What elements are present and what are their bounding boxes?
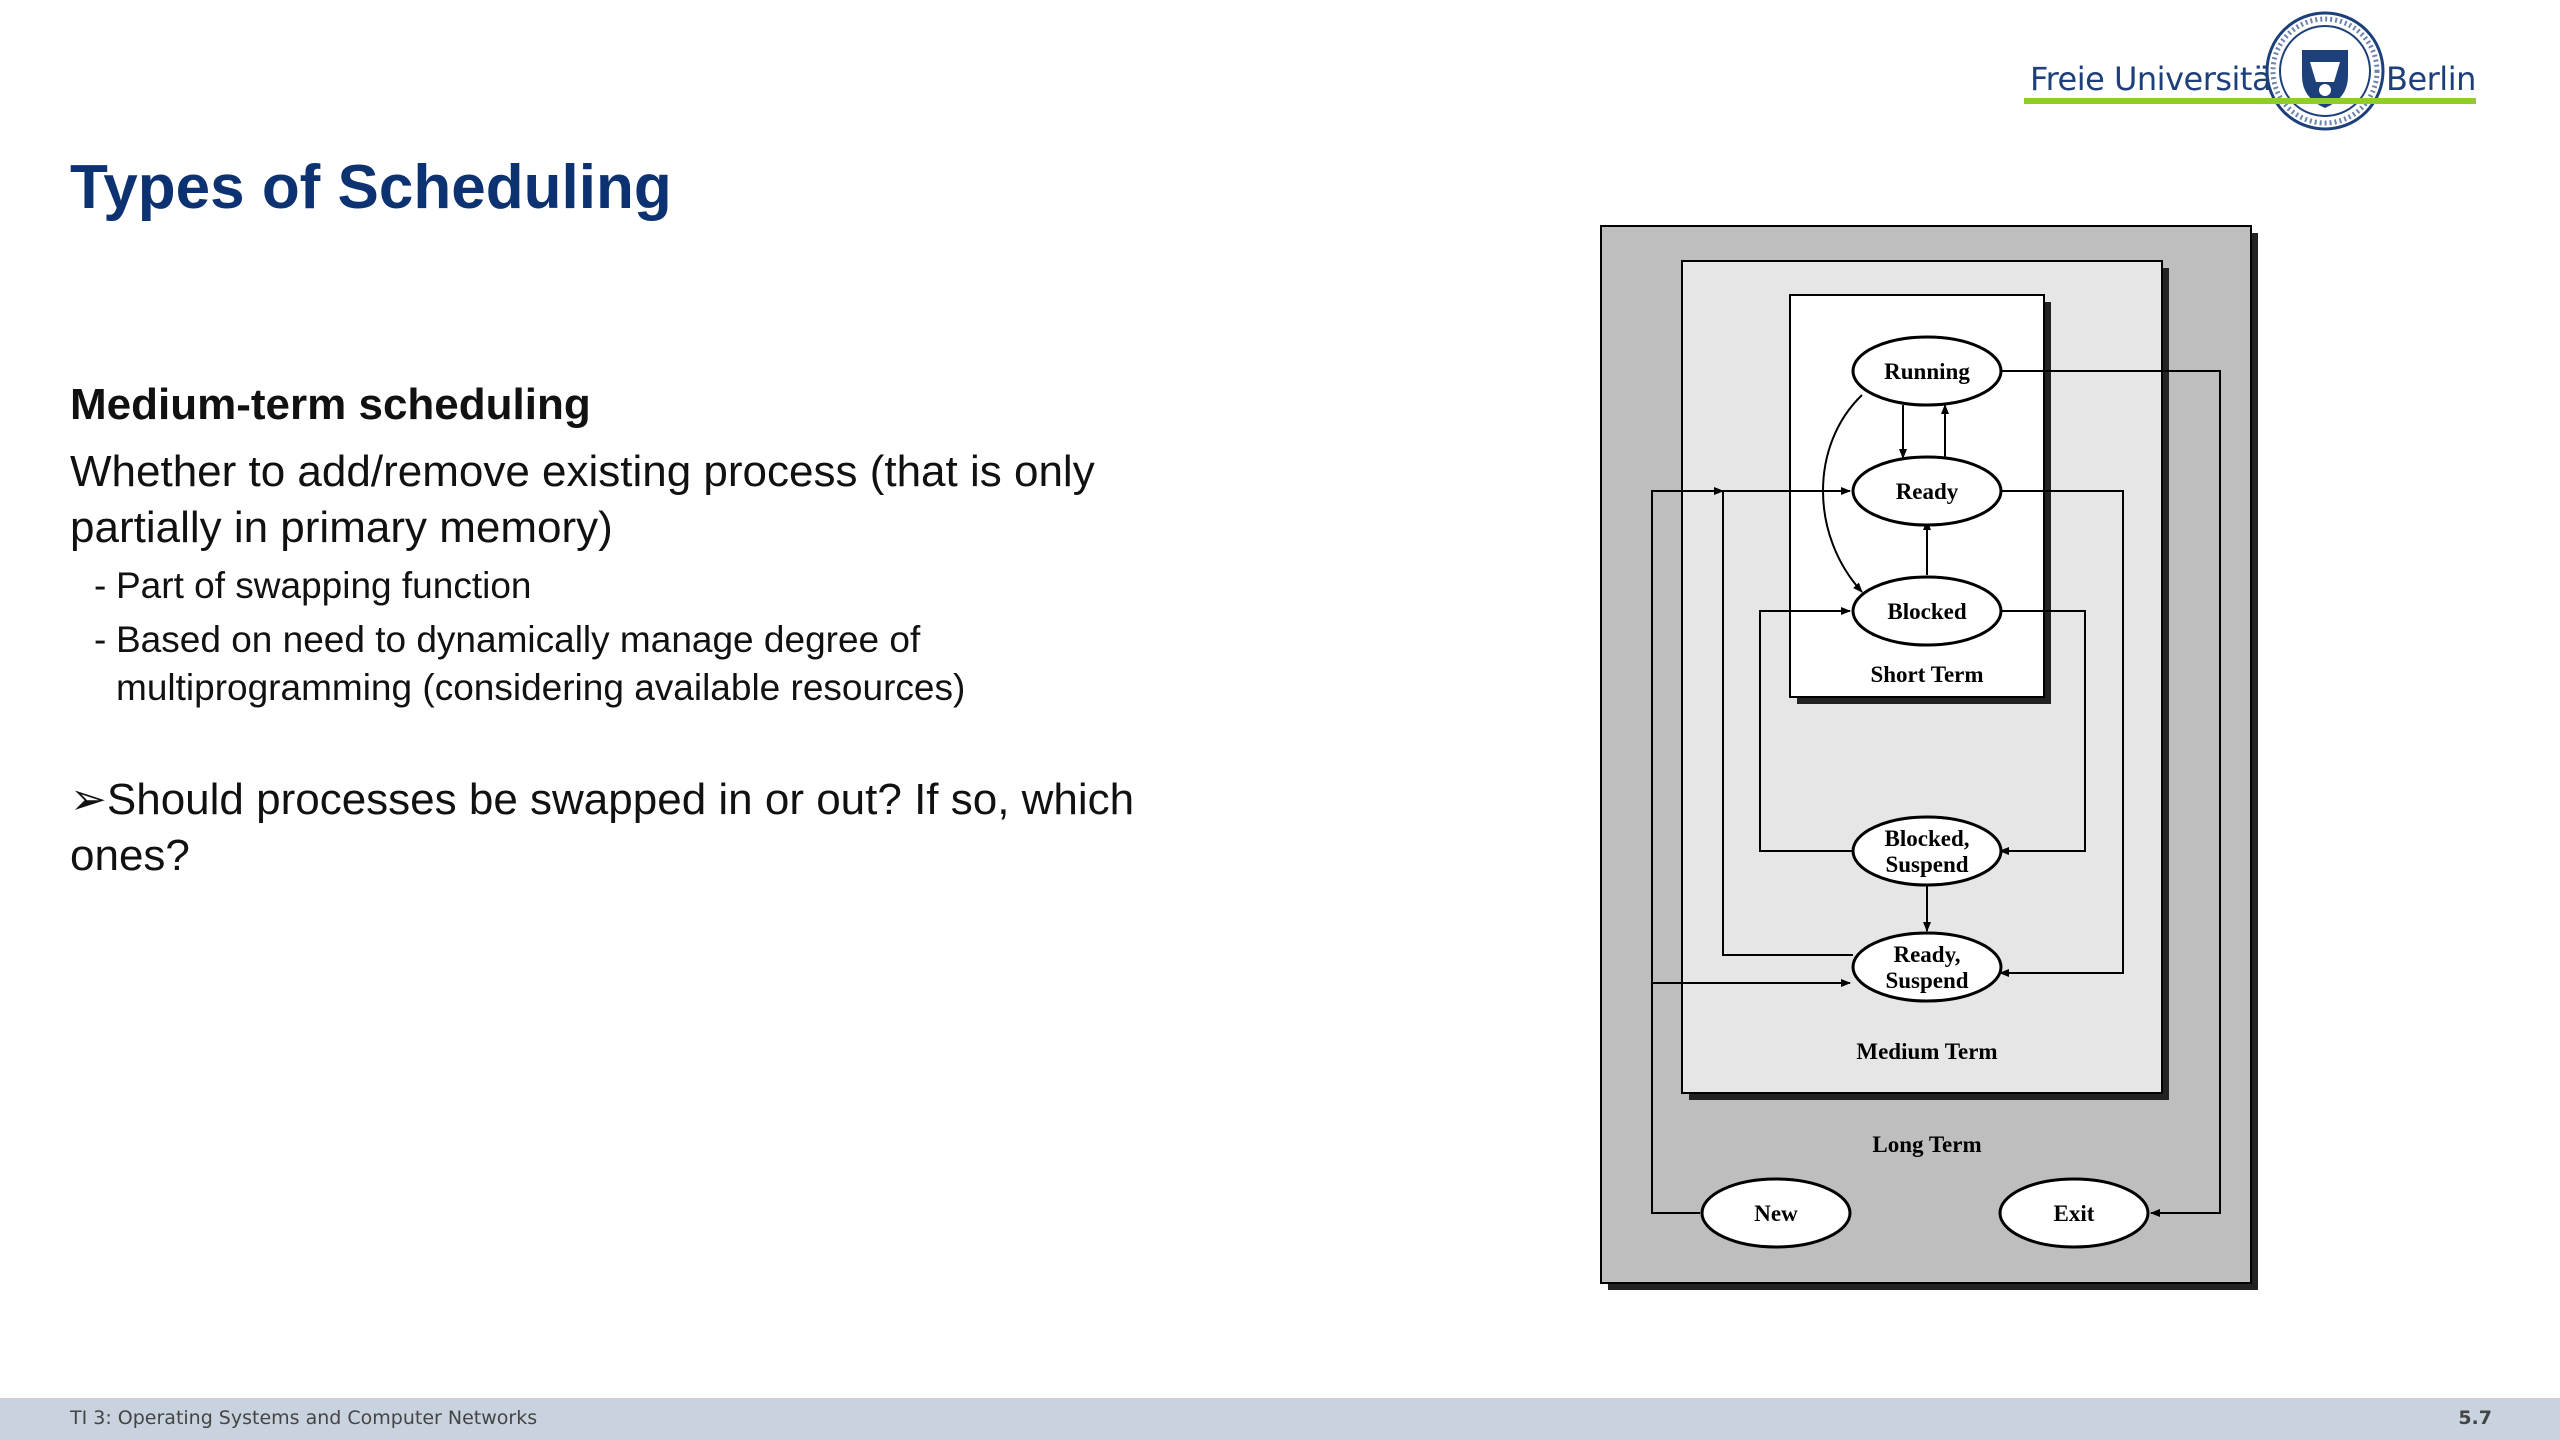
logo-text-left: Freie Universität (2030, 60, 2284, 98)
state-exit (1998, 1177, 2150, 1249)
label-running: Running (1884, 359, 1970, 384)
arrow-running-to-exit (2000, 370, 2221, 1217)
bullet-dash: - (94, 619, 107, 660)
state-ready-suspend (1851, 931, 2003, 1003)
footer-bar: TI 3: Operating Systems and Computer Net… (0, 1398, 2560, 1440)
arrow-blocked-to-blocked-suspend (1999, 610, 2086, 855)
bullet-text: Based on need to dynamically manage degr… (116, 619, 966, 708)
university-logo: Freie Universität Berlin (2024, 10, 2476, 134)
state-ready (1851, 455, 2003, 527)
state-new (1700, 1177, 1852, 1249)
slide-title: Types of Scheduling (70, 153, 672, 222)
label-ready-suspend-line2: Suspend (1885, 968, 1968, 993)
arrow-bullet-icon: ➢ (70, 775, 107, 824)
bullet-text: Part of swapping function (116, 565, 532, 606)
bullet-dash: - (94, 565, 107, 606)
logo-underline (2024, 98, 2476, 104)
footer-course-title: TI 3: Operating Systems and Computer Net… (70, 1407, 538, 1429)
bullet-item: - Based on need to dynamically manage de… (94, 616, 1200, 712)
label-long-term: Long Term (1872, 1132, 1981, 1157)
label-ready: Ready (1896, 479, 1959, 504)
question: ➢Should processes be swapped in or out? … (70, 772, 1200, 884)
label-medium-term: Medium Term (1856, 1039, 1997, 1064)
label-blocked: Blocked (1887, 599, 1966, 624)
state-blocked (1851, 575, 2003, 647)
label-ready-suspend-line1: Ready, (1893, 942, 1960, 967)
state-blocked-suspend (1851, 815, 2003, 887)
bullet-item: - Part of swapping function (94, 562, 1200, 610)
label-short-term: Short Term (1870, 662, 1983, 687)
arrow-ready-to-ready-suspend (1999, 490, 2124, 977)
lead-paragraph: Whether to add/remove existing process (… (70, 447, 1095, 552)
footer-page-number: 5.7 (2458, 1407, 2492, 1429)
university-seal-icon (2265, 11, 2385, 131)
arrow-ready-suspend-to-ready (1722, 487, 1853, 956)
slide-content: Medium-term scheduling Whether to add/re… (70, 378, 1200, 884)
bullet-list: - Part of swapping function - Based on n… (70, 562, 1200, 712)
label-blocked-suspend-line1: Blocked, (1885, 826, 1970, 851)
label-new: New (1754, 1201, 1798, 1226)
state-running (1851, 335, 2003, 407)
arrow-blocked-suspend-to-blocked (1759, 607, 1853, 852)
logo-text-right: Berlin (2386, 60, 2476, 98)
question-text: Should processes be swapped in or out? I… (70, 775, 1135, 880)
label-exit: Exit (2054, 1201, 2095, 1226)
scheduling-levels-diagram: Running Ready Blocked Blocked, Suspend R… (1600, 225, 2258, 1290)
arrow-new-to-ready (1651, 487, 1724, 1214)
label-blocked-suspend-line2: Suspend (1885, 852, 1968, 877)
section-heading: Medium-term scheduling (70, 380, 591, 429)
transition-arrows (1651, 370, 2221, 1217)
